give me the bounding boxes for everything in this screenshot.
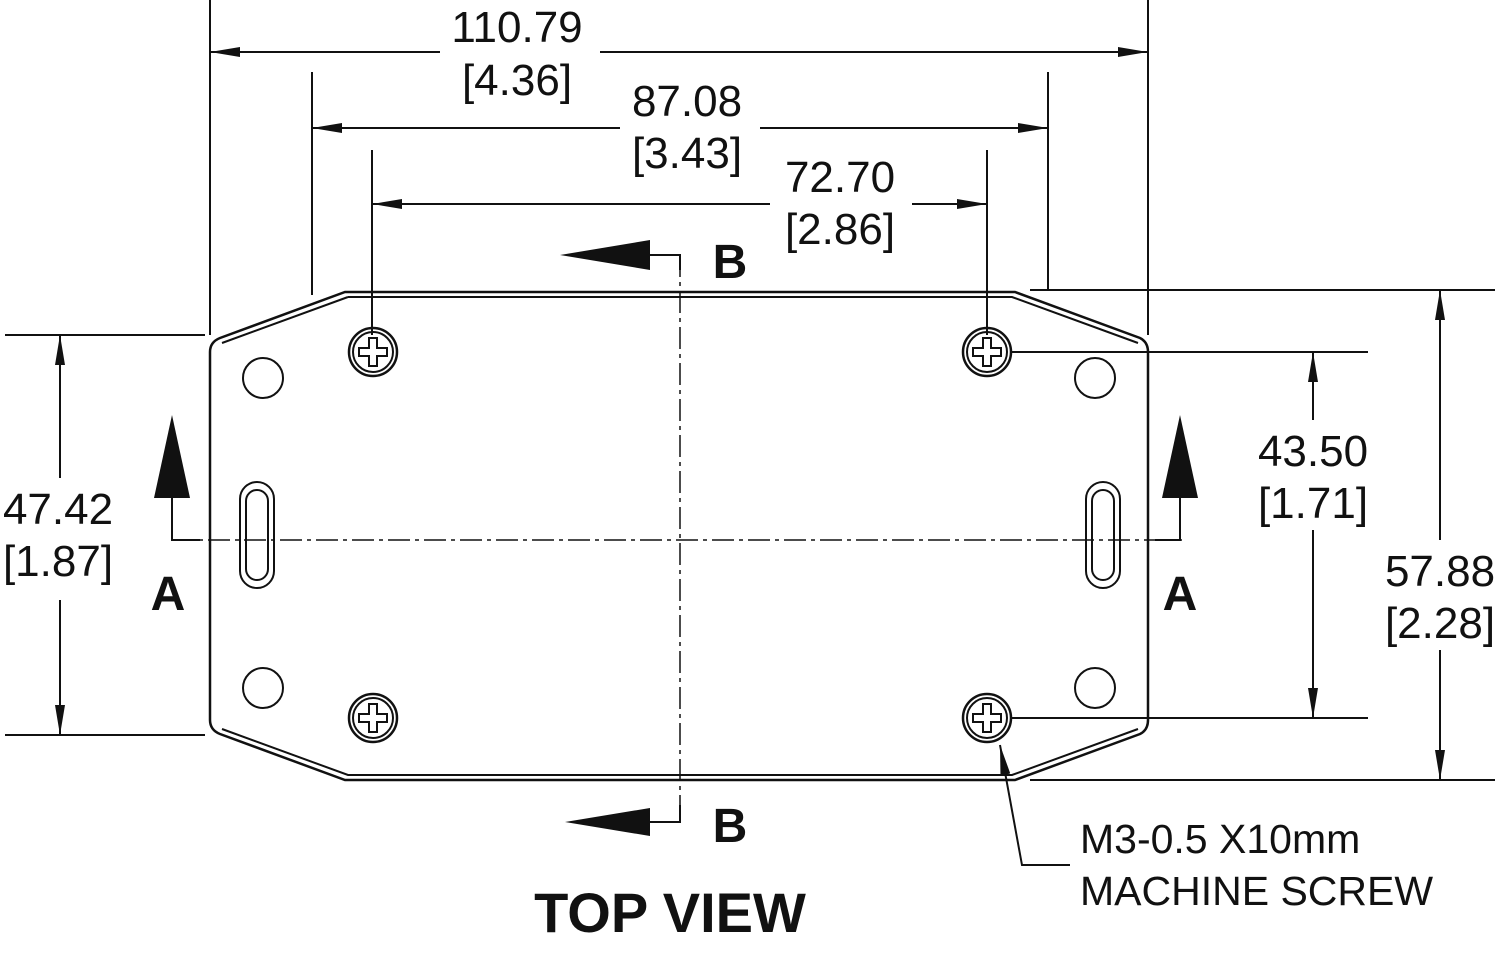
svg-text:87.08: 87.08 <box>632 77 742 126</box>
svg-text:[1.87]: [1.87] <box>3 537 113 586</box>
dimension-screw-spacing-x: 72.70 [2.86] <box>371 150 988 335</box>
dimension-overall-width: 110.79 [4.36] <box>209 0 1149 335</box>
svg-text:[2.86]: [2.86] <box>785 205 895 254</box>
section-a-markers: A A <box>151 415 1198 621</box>
svg-text:57.88: 57.88 <box>1385 547 1495 596</box>
machine-screw-icons <box>347 326 1013 744</box>
dimension-screw-spacing-y: 43.50 [1.71] <box>1012 351 1368 719</box>
svg-text:72.70: 72.70 <box>785 153 895 202</box>
svg-text:B: B <box>713 236 748 289</box>
svg-text:B: B <box>713 800 748 853</box>
screw-callout: M3-0.5 X10mm MACHINE SCREW <box>999 744 1433 914</box>
svg-text:43.50: 43.50 <box>1258 427 1368 476</box>
section-b-markers: B B <box>560 236 747 853</box>
svg-text:47.42: 47.42 <box>3 485 113 534</box>
svg-text:[4.36]: [4.36] <box>462 56 572 105</box>
svg-text:[3.43]: [3.43] <box>632 129 742 178</box>
dimension-overall-height: 57.88 [2.28] <box>1030 289 1495 781</box>
svg-text:110.79: 110.79 <box>451 3 582 52</box>
dimension-left-height: 47.42 [1.87] <box>3 334 205 736</box>
dimension-flange-width: 87.08 [3.43] <box>311 72 1049 295</box>
svg-text:M3-0.5 X10mm: M3-0.5 X10mm <box>1080 816 1360 862</box>
svg-text:MACHINE SCREW: MACHINE SCREW <box>1080 868 1433 914</box>
svg-text:A: A <box>151 568 186 621</box>
svg-text:A: A <box>1163 568 1198 621</box>
view-title: TOP VIEW <box>534 881 806 944</box>
mounting-holes <box>239 357 1121 709</box>
svg-text:[2.28]: [2.28] <box>1385 599 1495 648</box>
svg-text:[1.71]: [1.71] <box>1258 479 1368 528</box>
